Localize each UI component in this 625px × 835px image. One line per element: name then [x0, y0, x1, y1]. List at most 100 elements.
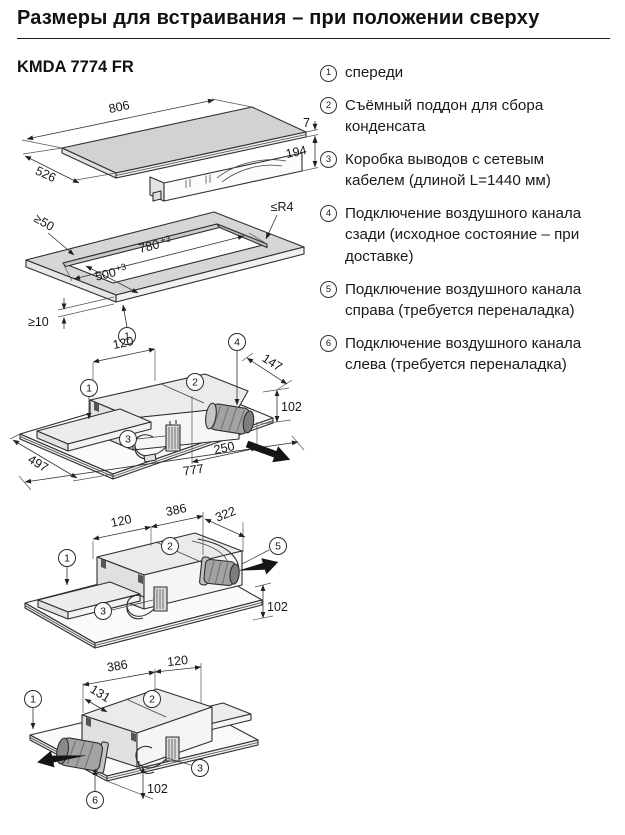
dim-corner-radius: ≤R4	[265, 200, 294, 240]
callout-front: 1	[80, 379, 98, 420]
legend-item: 3 Коробка выводов с сетевым кабелем (дли…	[320, 149, 606, 192]
callout-tray: 2	[161, 537, 179, 555]
dim-386: 386	[82, 657, 156, 713]
svg-text:102: 102	[281, 400, 302, 414]
diagram-duct-left: 386 120 131 102 1 2 3	[24, 653, 259, 809]
callout-badge: 3	[320, 151, 337, 169]
page-title: Размеры для встраивания – при положении …	[17, 7, 540, 29]
dim-cutout-width: 780+3	[62, 232, 268, 282]
legend-item: 2 Съёмный поддон для сбора конденсата	[320, 95, 606, 138]
callout-tray: 2	[143, 690, 161, 708]
airflow-arrow	[245, 440, 291, 463]
legend-item-text: Подключение воздушного канала слева (тре…	[345, 334, 582, 374]
dim-386: 386	[150, 501, 204, 555]
dim-147: 147	[241, 351, 293, 390]
dim-120: 120	[92, 512, 152, 559]
callout-duct: 6	[86, 768, 104, 809]
duct-connector	[199, 556, 240, 587]
callout-badge: 2	[320, 97, 337, 115]
legend-item-text: Подключение воздушного канала сзади (исх…	[345, 204, 582, 266]
svg-text:497: 497	[26, 452, 51, 475]
svg-text:2: 2	[167, 541, 173, 553]
svg-text:120: 120	[166, 653, 188, 669]
callout-badge: 6	[320, 335, 337, 353]
svg-text:≤R4: ≤R4	[271, 200, 294, 214]
svg-text:120: 120	[112, 334, 135, 352]
dim-102: 102	[252, 582, 288, 621]
svg-text:2: 2	[149, 694, 155, 706]
callout-duct: 4	[228, 333, 246, 406]
svg-text:5: 5	[275, 541, 281, 553]
dim-120: 120	[154, 653, 202, 703]
legend-item-text: Коробка выводов с сетевым кабелем (длино…	[345, 150, 551, 190]
diagram-hob-overall: 806 526 7 194	[21, 98, 319, 202]
callout-badge: 4	[320, 205, 337, 223]
svg-text:780+3: 780+3	[137, 233, 173, 256]
callout-front: 1	[24, 690, 42, 730]
legend-item: 6 Подключение воздушного канала слева (т…	[320, 333, 606, 376]
duct-connector	[205, 402, 255, 435]
dim-edge-distance: ≥50	[32, 211, 75, 256]
dim-102: 102	[260, 387, 302, 425]
legend-item: 1 спереди	[320, 62, 606, 84]
svg-text:3: 3	[125, 434, 131, 446]
svg-text:≥50: ≥50	[32, 211, 57, 234]
legend: 1 спереди 2 Съёмный поддон для сбора кон…	[320, 62, 606, 387]
svg-text:≥10: ≥10	[28, 315, 49, 329]
svg-text:1: 1	[86, 383, 92, 395]
svg-text:386: 386	[106, 657, 129, 674]
legend-item-text: Съёмный поддон для сбора конденсата	[345, 96, 544, 136]
svg-text:120: 120	[110, 512, 133, 530]
svg-text:386: 386	[165, 501, 188, 519]
svg-text:7: 7	[303, 116, 310, 130]
dim-worktop-thickness: ≥10	[28, 296, 115, 329]
legend-item: 4 Подключение воздушного канала сзади (и…	[320, 203, 606, 268]
callout-terminal-box: 3	[94, 599, 154, 620]
dim-cutout-depth: 500+3	[85, 261, 139, 294]
svg-text:3: 3	[197, 763, 203, 775]
callout-terminal-box: 3	[119, 430, 166, 448]
airflow-arrow	[37, 750, 87, 768]
legend-item-text: спереди	[345, 64, 404, 81]
legend-item-text: Подключение воздушного канала справа (тр…	[345, 280, 582, 320]
callout-badge: 1	[320, 64, 337, 82]
page-header: Размеры для встраивания – при положении …	[17, 7, 610, 39]
svg-text:2: 2	[192, 377, 198, 389]
svg-text:147: 147	[260, 351, 285, 374]
callout-front: 1	[58, 549, 76, 586]
airflow-arrow	[237, 558, 279, 575]
callout-badge: 5	[320, 281, 337, 299]
dim-body-height: 194	[285, 136, 319, 172]
callout-duct: 5	[241, 537, 287, 565]
svg-text:4: 4	[234, 337, 240, 349]
svg-text:1: 1	[124, 331, 130, 343]
worktop	[25, 211, 305, 303]
svg-text:806: 806	[108, 98, 131, 116]
terminal-box	[153, 586, 168, 612]
svg-text:102: 102	[147, 782, 168, 796]
svg-text:777: 777	[182, 462, 205, 479]
dim-glass-height: 7	[303, 116, 319, 145]
svg-text:3: 3	[100, 606, 106, 618]
svg-text:131: 131	[88, 682, 113, 705]
svg-text:526: 526	[33, 164, 58, 186]
diagram-worktop-cutout: ≥50 780+3 500+3 ≤R4 ≥10	[25, 200, 305, 345]
svg-text:1: 1	[64, 553, 70, 565]
dim-hob-width: 806	[21, 98, 253, 149]
dim-102: 102	[106, 764, 168, 800]
legend-item: 5 Подключение воздушного канала справа (…	[320, 279, 606, 322]
terminal-box	[165, 736, 180, 762]
callout-tray: 2	[186, 373, 204, 391]
terminal-box	[165, 420, 181, 452]
diagram-duct-right: 120 386 322 102 1 2	[24, 501, 288, 649]
svg-text:1: 1	[30, 694, 36, 706]
svg-text:6: 6	[92, 795, 98, 807]
callout-terminal-box: 3	[162, 756, 209, 777]
svg-text:102: 102	[267, 600, 288, 614]
svg-text:500+3: 500+3	[94, 261, 129, 283]
diagram-duct-rear: 120 147 102 250 777	[9, 333, 305, 491]
title-rule	[17, 38, 610, 39]
model-number: KMDA 7774 FR	[17, 58, 134, 76]
svg-text:194: 194	[285, 143, 308, 161]
